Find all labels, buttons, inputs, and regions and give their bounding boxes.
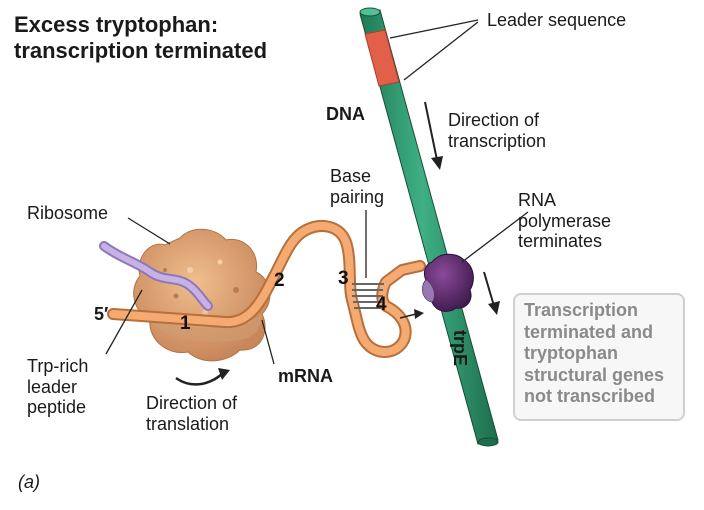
result-box: Transcription terminated and tryptophan … [513, 293, 685, 421]
result-line-4: structural genes [524, 364, 665, 385]
mrna-strand [107, 220, 426, 358]
region-3-label: 3 [338, 268, 349, 289]
leader-sequence-label: Leader sequence [487, 10, 627, 30]
result-line-1: Transcription [524, 300, 639, 320]
trp-rich-line-2: leader [27, 376, 78, 397]
transcription-direction-label: Direction of transcription [448, 110, 546, 151]
translation-direction-arrow [175, 368, 230, 386]
result-line-2: terminated and [524, 321, 654, 342]
dna-label: DNA [326, 104, 365, 124]
transcription-direction-line-1: Direction of [448, 110, 540, 130]
leader-sequence-segment [364, 29, 400, 87]
leader-sequence-pointer [389, 19, 479, 39]
base-pairing-ladder [352, 283, 384, 309]
polymerase-pointer [461, 211, 529, 263]
transcription-direction-arrow [424, 101, 443, 170]
rna-polymerase-line-3: terminates [518, 231, 603, 252]
translation-direction-line-1: Direction of [146, 393, 238, 413]
peptide-pointer [105, 289, 143, 355]
trp-rich-peptide-label: Trp-rich leader peptide [27, 356, 88, 418]
leader-sequence-pointer-2 [403, 21, 479, 81]
trp-rich-line-3: peptide [27, 397, 87, 418]
trp-rich-line-1: Trp-rich [27, 356, 89, 376]
region-4-arrow [399, 309, 424, 319]
base-pairing-line-1: Base [330, 166, 372, 186]
panel-label: (a) [18, 472, 40, 492]
rna-polymerase-label: RNA polymerase terminates [518, 190, 611, 252]
region-4-label: 4 [376, 294, 387, 315]
base-pairing-line-2: pairing [330, 186, 385, 207]
translation-direction-line-2: translation [146, 413, 230, 434]
ribosome-pointer [127, 217, 171, 245]
five-prime-label: 5′ [94, 304, 109, 324]
rna-polymerase-line-1: RNA [518, 190, 557, 210]
mrna-pointer [261, 319, 275, 365]
mrna-label: mRNA [278, 366, 334, 386]
base-pairing-label: Base pairing [330, 166, 384, 207]
trpE-direction-arrow [483, 271, 500, 315]
rna-polymerase [422, 253, 474, 312]
title-line-1: Excess tryptophan: [14, 12, 219, 37]
result-line-3: tryptophan [524, 343, 618, 364]
region-2-label: 2 [274, 270, 285, 291]
transcription-direction-line-2: transcription [448, 130, 547, 151]
translation-direction-label: Direction of translation [146, 393, 237, 434]
region-1-label: 1 [180, 313, 191, 334]
diagram-title: Excess tryptophan: transcription termina… [14, 12, 267, 65]
result-box-text: Transcription terminated and tryptophan … [524, 300, 684, 408]
trpE-label: trpE [450, 330, 470, 366]
result-line-5: not transcribed [524, 386, 656, 407]
rna-polymerase-line-2: polymerase [518, 210, 612, 231]
title-line-2: transcription terminated [14, 38, 268, 64]
ribosome-label: Ribosome [27, 203, 109, 223]
